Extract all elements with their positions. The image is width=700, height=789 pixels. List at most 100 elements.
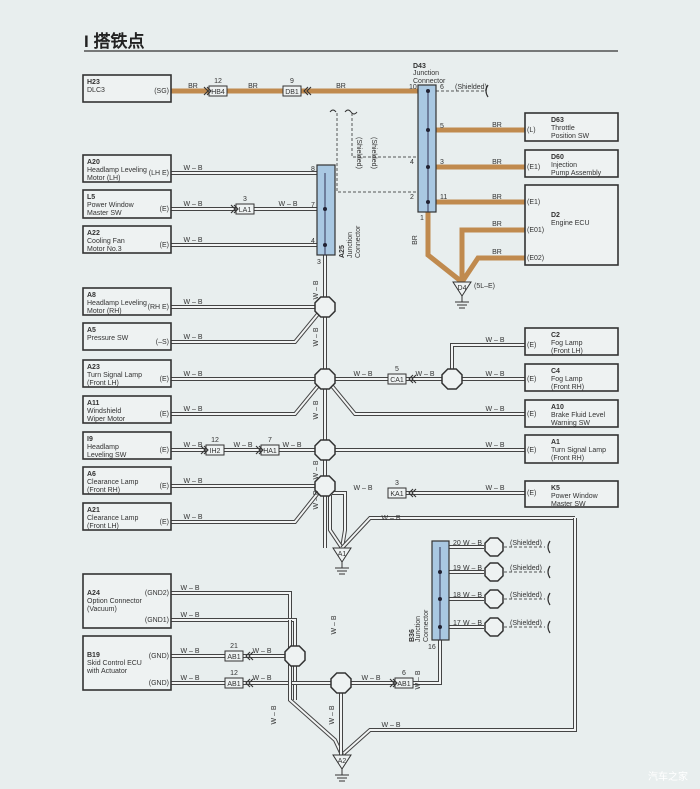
earth-icon <box>335 769 349 782</box>
wire-w-b-core <box>171 492 319 523</box>
chevron-icon <box>200 445 206 455</box>
component-id: A23 <box>87 364 100 371</box>
component-a5 <box>82 322 172 351</box>
component-a11 <box>82 395 172 424</box>
component-name: Clearance Lamp(Front LH) <box>87 515 138 530</box>
component-id: D63 <box>551 117 564 124</box>
component-l5 <box>82 189 172 219</box>
wire-color-label: W – B <box>485 406 504 413</box>
wire-color-label: W – B <box>313 280 320 299</box>
inline-connector-ih2 <box>205 444 225 456</box>
inline-connector-ab1 <box>224 677 244 689</box>
pin-label: (E) <box>527 342 536 349</box>
chevron-icon <box>389 678 395 688</box>
shielded-label: (Shielded) <box>510 620 542 627</box>
pin-label: (E01) <box>527 227 544 234</box>
wire-color-label: W – B <box>180 648 199 655</box>
inline-connector-pin: 5 <box>395 366 399 373</box>
splice-point <box>441 368 463 390</box>
component-id: C4 <box>551 368 560 375</box>
inline-connector-id: IH2 <box>210 448 221 455</box>
splice-point <box>314 296 336 318</box>
pin-label: (E) <box>527 447 536 454</box>
pin-number: 20 <box>453 540 461 547</box>
inline-connector-id: AB1 <box>227 681 240 688</box>
wire-color-label: W – B <box>313 490 320 509</box>
pin-label: (L) <box>527 127 536 134</box>
component-d63 <box>524 112 619 142</box>
component-i9 <box>82 431 172 460</box>
pin-label: (GND1) <box>145 617 169 624</box>
junction-dot <box>323 243 327 247</box>
component-id: K5 <box>551 485 560 492</box>
wire-color-label: W – B <box>183 406 202 413</box>
earth-icon <box>455 296 469 309</box>
wire-br <box>459 255 525 284</box>
wire-color-label: W – B <box>183 334 202 341</box>
component-id: A1 <box>551 439 560 446</box>
wire-color-label: W – B <box>463 565 482 572</box>
shielded-label: (Shielded) <box>355 137 362 169</box>
pin-label: (E) <box>527 411 536 418</box>
wire-color-label: BR <box>492 122 502 129</box>
component-a8 <box>82 287 172 316</box>
pin-label: (E) <box>160 411 169 418</box>
wire-color-label: W – B <box>485 485 504 492</box>
inline-connector-pin: 12 <box>230 670 238 677</box>
wire-color-label: W – B <box>183 299 202 306</box>
inline-connector-pin: 6 <box>402 670 406 677</box>
junction-dot <box>426 200 430 204</box>
ground-symbol <box>452 281 472 297</box>
component-name: Clearance Lamp(Front RH) <box>87 479 138 494</box>
wire-color-label: W – B <box>381 515 400 522</box>
component-id: A6 <box>87 471 96 478</box>
junction-dot <box>426 128 430 132</box>
wire-color-label: W – B <box>353 371 372 378</box>
pin-label: (E) <box>160 206 169 213</box>
shielded-label: (Shielded) <box>510 592 542 599</box>
chevron-icon <box>245 651 251 661</box>
chevron-icon <box>411 374 417 384</box>
wire-color-label: W – B <box>353 485 372 492</box>
component-a6 <box>82 466 172 495</box>
shielded-label: (Shielded) <box>510 540 542 547</box>
pin-label: (E) <box>527 376 536 383</box>
junction-id: A25 <box>339 245 346 258</box>
wire-color-label: W – B <box>180 675 199 682</box>
inline-connector-id: CA1 <box>390 377 404 384</box>
wire-color-label: W – B <box>485 371 504 378</box>
pin-label: (E1) <box>527 199 540 206</box>
component-id: H23 <box>87 79 100 86</box>
watermark: 汽车之家 <box>648 770 688 783</box>
splice-point <box>484 589 504 609</box>
pin-label: (RH E) <box>148 304 169 311</box>
component-id: D2 <box>551 212 560 219</box>
chevron-icon <box>255 445 261 455</box>
pin-number: 10 <box>409 84 417 91</box>
inline-connector-ab1 <box>394 677 414 689</box>
wire-color-label: W – B <box>381 722 400 729</box>
chevron-icon <box>258 445 264 455</box>
inline-connector-hb4 <box>208 85 228 97</box>
component-a24 <box>82 573 172 629</box>
pin-number: 3 <box>440 159 444 166</box>
chevron-icon <box>392 678 398 688</box>
pin-number: 4 <box>410 159 414 166</box>
chevron-icon <box>408 488 414 498</box>
wire-color-label: W – B <box>463 620 482 627</box>
chevron-icon <box>303 86 309 96</box>
wire-w-b-core <box>329 495 343 549</box>
pin-number: 16 <box>428 644 436 651</box>
component-id: A11 <box>87 400 100 407</box>
inline-connector-pin: 21 <box>230 643 238 650</box>
inline-connector-ha1 <box>260 444 280 456</box>
pin-label: (E1) <box>527 164 540 171</box>
inline-connector-id: LA1 <box>239 207 252 214</box>
component-id: I9 <box>87 436 93 443</box>
chevron-icon <box>230 204 236 214</box>
wire-br <box>459 227 525 282</box>
pin-number: 2 <box>410 194 414 201</box>
